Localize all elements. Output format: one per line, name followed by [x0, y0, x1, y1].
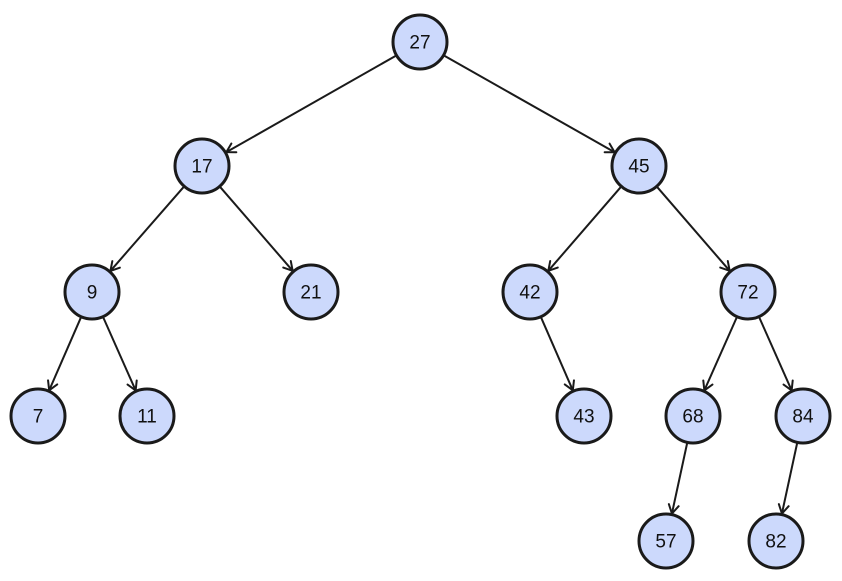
edge-line	[102, 317, 137, 391]
edge-line	[758, 317, 793, 391]
edges-layer	[47, 54, 799, 515]
node-label: 84	[792, 407, 814, 428]
node-label: 43	[573, 407, 594, 428]
node-label: 17	[191, 157, 212, 178]
edge-9-to-11	[102, 317, 138, 392]
edge-42-to-43	[540, 317, 575, 392]
tree-node-42: 42	[501, 263, 559, 321]
tree-node-68: 68	[664, 387, 722, 445]
node-label: 42	[519, 283, 540, 304]
edge-line	[48, 317, 82, 391]
edge-line	[780, 443, 799, 514]
node-label: 27	[409, 33, 430, 54]
tree-node-11: 11	[118, 387, 176, 445]
node-circle	[63, 263, 121, 321]
tree-node-45: 45	[610, 137, 668, 195]
node-circle	[555, 387, 613, 445]
node-circle	[637, 512, 695, 570]
node-circle	[282, 263, 340, 321]
edge-72-to-84	[758, 317, 794, 392]
edge-17-to-9	[109, 186, 185, 272]
tree-node-82: 82	[747, 512, 805, 570]
node-circle	[501, 263, 559, 321]
edge-72-to-68	[702, 317, 738, 392]
node-label: 11	[137, 407, 157, 428]
node-circle	[9, 387, 67, 445]
edge-line	[670, 443, 689, 514]
tree-node-9: 9	[63, 263, 121, 321]
node-label: 45	[628, 157, 649, 178]
edge-27-to-17	[225, 54, 397, 154]
tree-node-7: 7	[9, 387, 67, 445]
node-label: 57	[655, 532, 676, 553]
edge-line	[219, 186, 294, 272]
tree-node-57: 57	[637, 512, 695, 570]
edge-45-to-72	[656, 186, 731, 272]
node-circle	[118, 387, 176, 445]
tree-node-84: 84	[774, 387, 832, 445]
node-label: 72	[737, 283, 758, 304]
edge-45-to-42	[547, 186, 622, 272]
nodes-layer: 27 17 45 9 21 42 72 7 11 43 68 84 57 82	[9, 13, 832, 570]
edge-9-to-7	[47, 317, 82, 392]
tree-node-43: 43	[555, 387, 613, 445]
node-circle	[747, 512, 805, 570]
node-label: 9	[87, 283, 98, 304]
node-label: 7	[33, 407, 44, 428]
tree-node-17: 17	[173, 137, 231, 195]
edge-68-to-57	[667, 443, 689, 515]
node-circle	[391, 13, 449, 71]
edge-line	[443, 54, 616, 154]
node-circle	[719, 263, 777, 321]
edge-line	[703, 317, 738, 391]
tree-node-27: 27	[391, 13, 449, 71]
edge-line	[225, 54, 397, 154]
node-circle	[774, 387, 832, 445]
node-circle	[664, 387, 722, 445]
node-label: 82	[765, 532, 786, 553]
edge-line	[109, 186, 185, 272]
edge-line	[547, 186, 622, 272]
node-circle	[610, 137, 668, 195]
node-label: 68	[682, 407, 703, 428]
edge-line	[656, 186, 731, 272]
edge-27-to-45	[443, 54, 616, 154]
edge-84-to-82	[777, 443, 799, 515]
node-circle	[173, 137, 231, 195]
tree-node-21: 21	[282, 263, 340, 321]
tree-node-72: 72	[719, 263, 777, 321]
node-label: 21	[300, 283, 321, 304]
edge-line	[540, 317, 574, 391]
edge-17-to-21	[219, 186, 294, 272]
